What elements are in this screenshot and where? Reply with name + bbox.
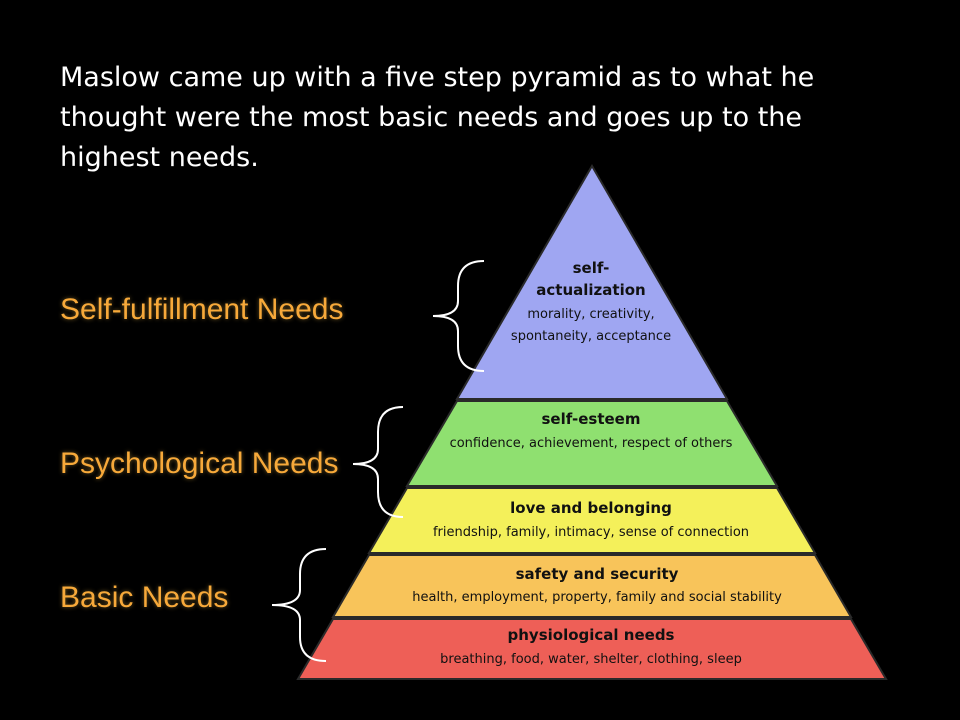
psychological-brace: [352, 406, 404, 518]
physiological-desc: breathing, food, water, shelter, clothin…: [440, 652, 742, 667]
safety-security-title: safety and security: [516, 565, 679, 583]
intro-text: Maslow came up with a five step pyramid …: [60, 62, 815, 173]
self-actualization-desc-line1: morality, creativity,: [527, 307, 654, 322]
tier-self-esteem: [405, 400, 779, 487]
basic-needs-brace: [271, 548, 327, 662]
tier-love-belonging: [367, 487, 817, 554]
psychological-needs-label: Psychological Needs: [60, 447, 339, 480]
love-belonging-title: love and belonging: [510, 499, 672, 517]
self-actualization-title-line2: actualization: [536, 281, 645, 299]
self-fulfillment-brace: [432, 260, 485, 372]
safety-security-desc: health, employment, property, family and…: [412, 590, 782, 605]
self-fulfillment-needs-label: Self-fulfillment Needs: [60, 293, 344, 326]
basic-needs-label: Basic Needs: [60, 581, 229, 614]
love-belonging-desc: friendship, family, intimacy, sense of c…: [433, 525, 749, 540]
self-esteem-desc: confidence, achievement, respect of othe…: [450, 436, 733, 451]
physiological-title: physiological needs: [508, 626, 675, 644]
self-esteem-title: self-esteem: [542, 410, 641, 428]
self-actualization-desc-line2: spontaneity, acceptance: [511, 329, 671, 344]
tier-safety-security: [331, 554, 853, 618]
tier-self-actualization: [455, 164, 729, 400]
self-actualization-title-line1: self-: [573, 259, 610, 277]
tier-physiological: [296, 618, 888, 680]
